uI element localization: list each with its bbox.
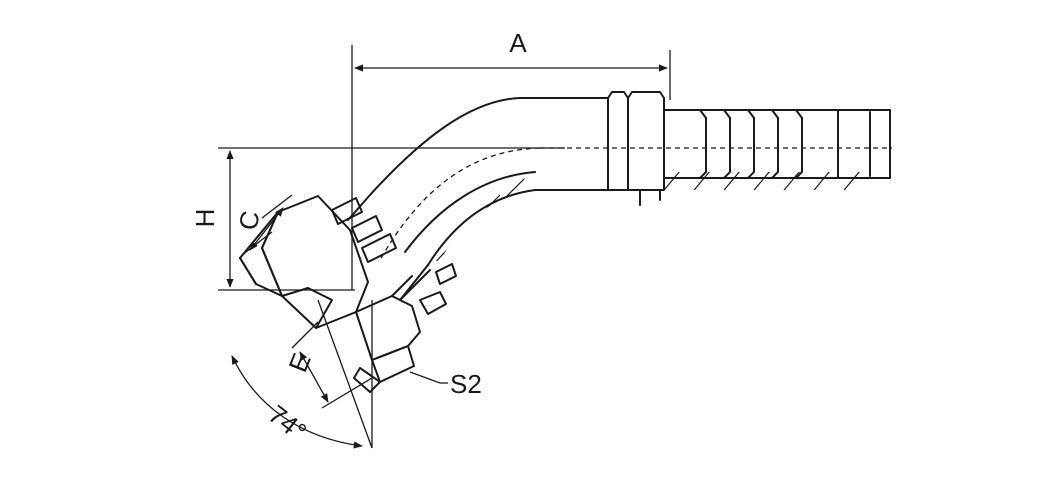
dimension-e: E (282, 321, 373, 409)
callout-s2: S2 (409, 369, 482, 399)
hose-barbs (699, 109, 871, 179)
dimension-a-label: A (509, 28, 527, 58)
callout-s2-label: S2 (450, 369, 482, 399)
dimension-h-label: H (190, 209, 220, 228)
angle-dimension: 74° (231, 299, 373, 449)
collar-blocks (331, 197, 397, 263)
dimension-h: H (190, 147, 565, 291)
sealing-flange (353, 263, 457, 393)
dimension-a: A (351, 28, 671, 290)
fitting-body (239, 91, 892, 393)
dimension-c-label: C (233, 209, 266, 233)
dimension-e-label: E (282, 349, 316, 376)
